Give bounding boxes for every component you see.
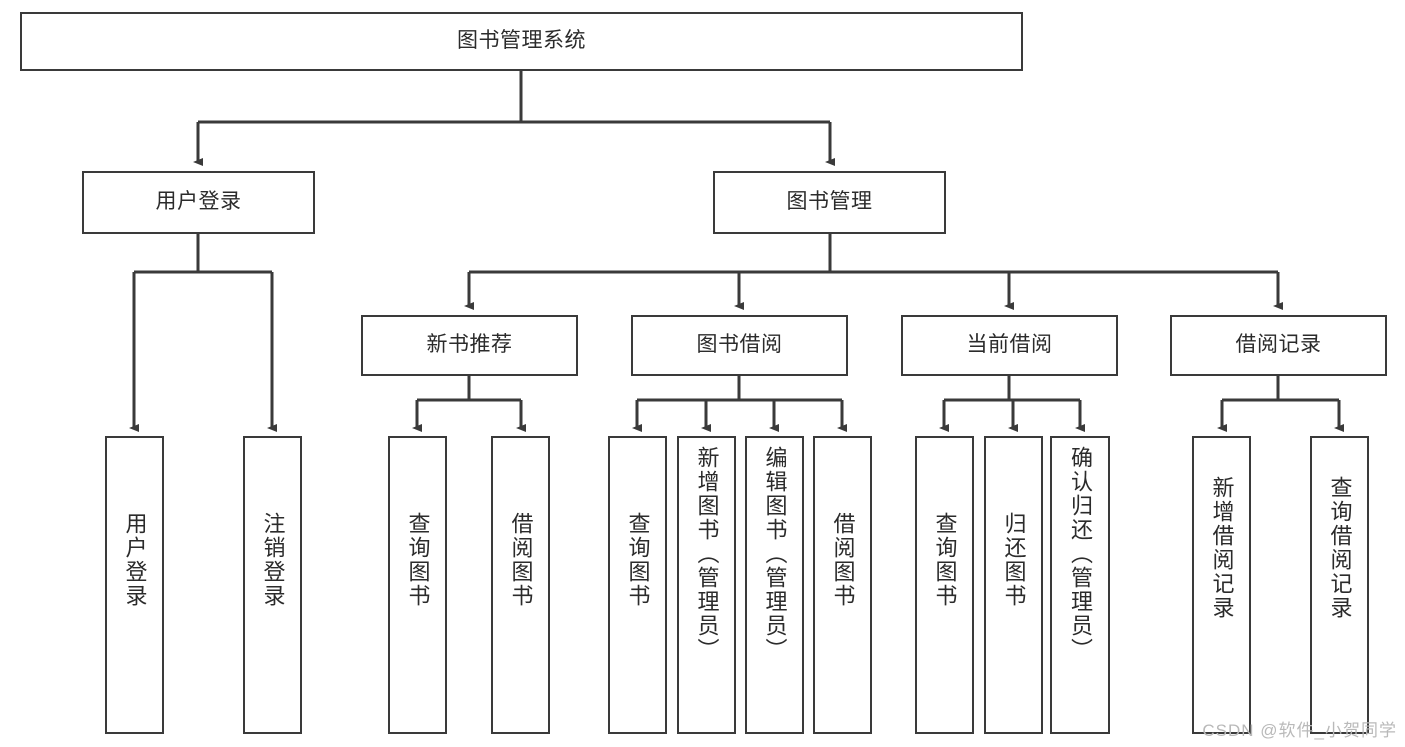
leaf-borrow-add-book[interactable]: 新增图书（管理员） xyxy=(677,436,736,734)
leaf-user-login-logout[interactable]: 注销登录 xyxy=(243,436,302,734)
node-book-borrow[interactable]: 图书借阅 xyxy=(631,315,848,376)
node-label: 图书管理 xyxy=(786,190,873,214)
node-label: 图书管理系统 xyxy=(457,29,586,53)
node-label: 用户登录 xyxy=(122,512,148,608)
node-new-book-recommend[interactable]: 新书推荐 xyxy=(361,315,578,376)
node-label: 新书推荐 xyxy=(426,333,513,357)
node-label: 借阅图书 xyxy=(830,512,856,608)
leaf-record-query-record[interactable]: 查询借阅记录 xyxy=(1310,436,1369,734)
node-borrow-record[interactable]: 借阅记录 xyxy=(1170,315,1387,376)
node-label: 图书借阅 xyxy=(696,333,783,357)
leaf-current-confirm-return[interactable]: 确认归还（管理员） xyxy=(1050,436,1110,734)
node-label: 借阅图书 xyxy=(508,512,534,608)
node-root-system[interactable]: 图书管理系统 xyxy=(20,12,1023,71)
node-label: 查询图书 xyxy=(932,512,958,608)
leaf-current-query-book[interactable]: 查询图书 xyxy=(915,436,974,734)
leaf-recommend-borrow-book[interactable]: 借阅图书 xyxy=(491,436,550,734)
node-label: 新增借阅记录 xyxy=(1209,476,1235,620)
node-label: 用户登录 xyxy=(155,190,242,214)
node-label: 当前借阅 xyxy=(966,333,1053,357)
leaf-borrow-borrow-book[interactable]: 借阅图书 xyxy=(813,436,872,734)
watermark-text: CSDN @软件_小贺同学 xyxy=(1202,721,1397,740)
node-label: 查询图书 xyxy=(405,512,431,608)
node-label: 查询图书 xyxy=(625,512,651,608)
node-book-management[interactable]: 图书管理 xyxy=(713,171,946,234)
node-label: 新增图书（管理员） xyxy=(694,446,720,662)
node-label: 确认归还（管理员） xyxy=(1068,446,1093,662)
leaf-user-login-login[interactable]: 用户登录 xyxy=(105,436,164,734)
node-user-login[interactable]: 用户登录 xyxy=(82,171,315,234)
leaf-borrow-query-book[interactable]: 查询图书 xyxy=(608,436,667,734)
leaf-record-add-record[interactable]: 新增借阅记录 xyxy=(1192,436,1251,734)
node-label: 注销登录 xyxy=(260,512,286,608)
leaf-borrow-edit-book[interactable]: 编辑图书（管理员） xyxy=(745,436,804,734)
node-label: 借阅记录 xyxy=(1235,333,1322,357)
leaf-recommend-query-book[interactable]: 查询图书 xyxy=(388,436,447,734)
node-label: 编辑图书（管理员） xyxy=(762,446,788,662)
node-label: 查询借阅记录 xyxy=(1327,476,1353,620)
leaf-current-return-book[interactable]: 归还图书 xyxy=(984,436,1043,734)
node-label: 归还图书 xyxy=(1001,512,1027,608)
node-current-borrow[interactable]: 当前借阅 xyxy=(901,315,1118,376)
